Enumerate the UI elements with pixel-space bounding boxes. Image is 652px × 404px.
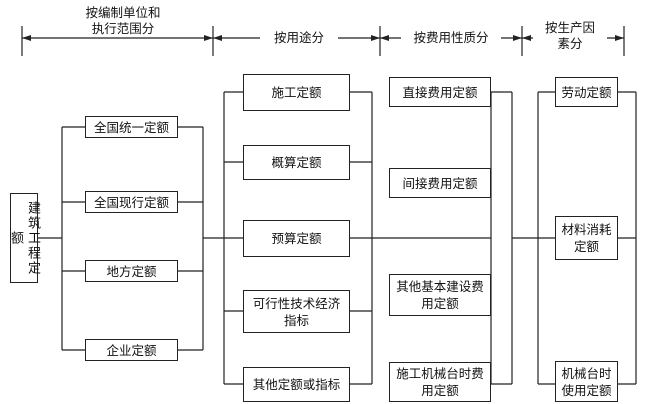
- unit-box-national-current: 全国现行定额: [85, 191, 178, 213]
- header-by-use: 按用途分: [260, 30, 338, 46]
- unit-box-national-unified: 全国统一定额: [85, 116, 178, 138]
- root-box: 建筑工程定额: [8, 193, 40, 283]
- cost-box-machinery-hour: 施工机械台时费 用定额: [389, 362, 491, 402]
- use-box-budget: 预算定额: [243, 220, 350, 257]
- use-box-feasibility: 可行性技术经济 指标: [243, 290, 350, 333]
- cost-box-direct: 直接费用定额: [389, 77, 491, 107]
- use-box-estimate: 概算定额: [243, 145, 350, 180]
- use-box-construction: 施工定额: [243, 74, 350, 111]
- cost-box-indirect: 间接费用定额: [389, 168, 491, 198]
- factor-box-labor: 劳动定额: [555, 77, 618, 107]
- use-box-other: 其他定额或指标: [243, 367, 350, 402]
- unit-box-local: 地方定额: [85, 260, 178, 282]
- factor-box-material: 材料消耗 定额: [555, 216, 618, 260]
- header-by-unit: 按编制单位和 执行范围分: [74, 5, 172, 37]
- factor-box-machinery: 机械台时 使用定额: [555, 361, 618, 402]
- header-by-cost: 按费用性质分: [401, 30, 501, 46]
- unit-box-enterprise: 企业定额: [85, 339, 178, 361]
- header-by-factor: 按生产因 素分: [533, 20, 607, 52]
- cost-box-other-basic: 其他基本建设费 用定额: [389, 274, 491, 316]
- root-label: 建筑工程定额: [8, 200, 40, 276]
